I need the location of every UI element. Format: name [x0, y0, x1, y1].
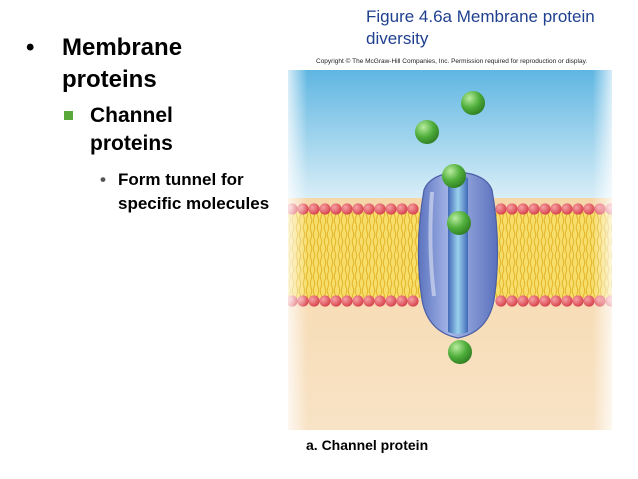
- figure-title: Figure 4.6a Membrane protein diversity: [366, 7, 595, 48]
- edge-fade: [288, 70, 612, 430]
- bullet-small-dot-icon: •: [100, 170, 106, 189]
- bullet-dot-icon: •: [26, 34, 35, 61]
- bullet-square-icon: [64, 111, 73, 120]
- figure-caption: a. Channel protein: [306, 437, 429, 453]
- copyright-notice: Copyright © The McGraw-Hill Companies, I…: [316, 58, 588, 65]
- bullet-level2-text: Channel proteins: [90, 104, 173, 155]
- bullet-level3-text: Form tunnel for specific molecules: [118, 170, 270, 213]
- bullet-level1-text: Membrane proteins: [62, 34, 183, 93]
- channel-protein-illustration: [288, 70, 612, 430]
